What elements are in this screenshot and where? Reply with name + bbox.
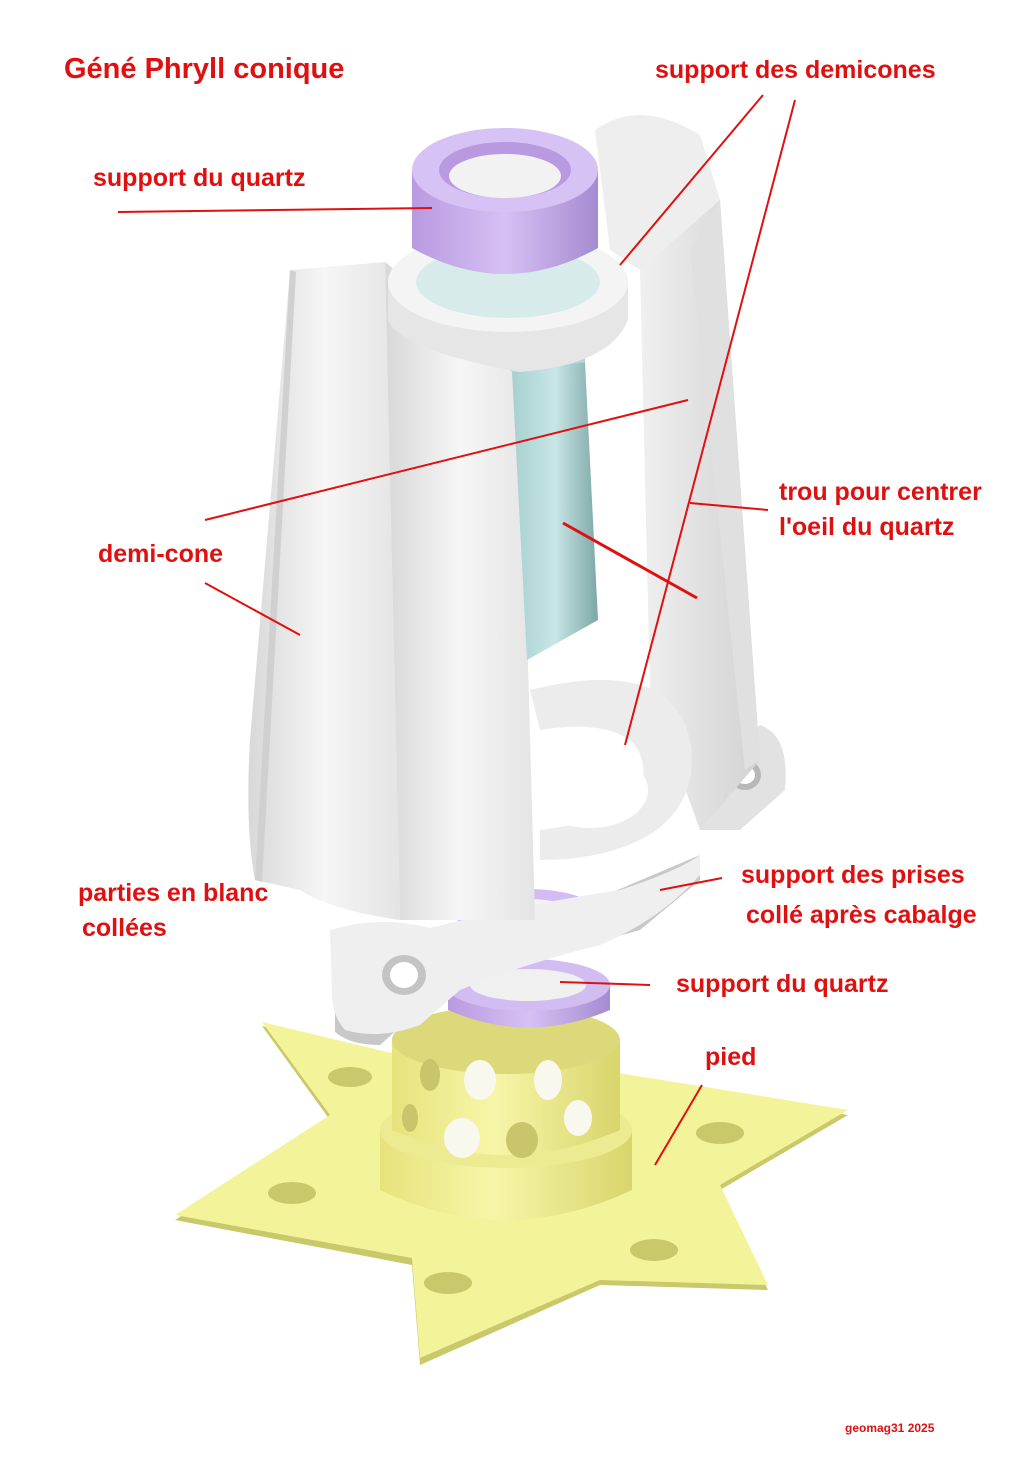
label-demi-cone: demi-cone: [98, 540, 224, 568]
line-support-demicones-2: [624, 99, 796, 746]
lower-plate: [330, 855, 700, 1045]
label-trou-line2: l'oeil du quartz: [779, 513, 955, 541]
line-support-quartz-bottom: [559, 981, 651, 986]
lower-ring: [530, 680, 692, 860]
line-demi-cone-1: [204, 399, 689, 521]
credit-text: geomag31 2025: [845, 1421, 935, 1435]
right-demi-cone: [595, 115, 760, 830]
line-pied: [654, 1084, 703, 1166]
foot-cylinder: [380, 1006, 632, 1220]
label-support-demicones: support des demicones: [655, 56, 936, 84]
line-trou: [689, 502, 769, 511]
line-trou-marker: [562, 521, 698, 600]
diagram-title: Géné Phryll conique: [64, 53, 345, 85]
label-support-quartz-bottom: support du quartz: [676, 970, 889, 998]
label-trou-line1: trou pour centrer: [779, 478, 982, 506]
callout-lines: [117, 94, 796, 1166]
line-demi-cone-2: [204, 582, 301, 636]
label-support-quartz-top: support du quartz: [93, 164, 306, 192]
label-parties-line1: parties en blanc: [78, 879, 269, 907]
line-support-quartz-top: [117, 207, 433, 213]
label-parties-line2: collées: [82, 914, 167, 942]
label-pied: pied: [705, 1043, 757, 1071]
line-support-prises: [659, 877, 723, 891]
line-support-demicones-1: [619, 94, 764, 266]
left-demi-cone: [248, 262, 535, 920]
label-prises-line2: collé après cabalge: [746, 901, 977, 929]
label-prises-line1: support des prises: [741, 861, 965, 889]
top-quartz-holder: [412, 128, 598, 274]
